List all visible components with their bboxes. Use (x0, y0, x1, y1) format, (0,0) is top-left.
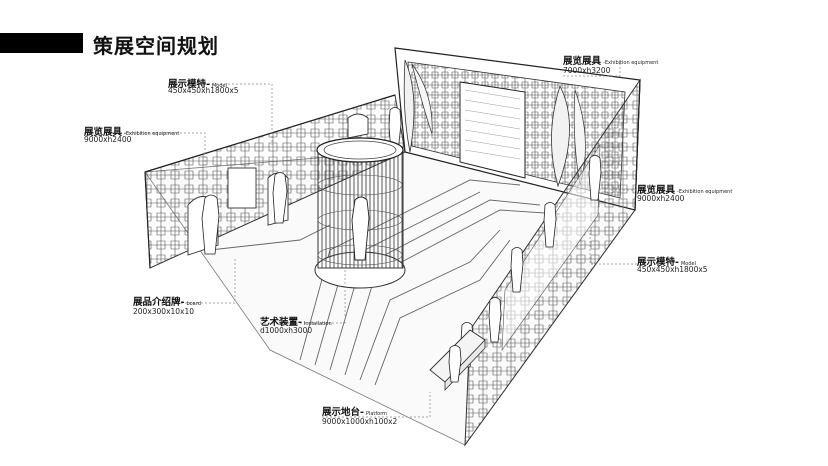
annotation-model-left: 展示模特-Model (168, 74, 227, 90)
annotation-cn: 展示地台- (322, 407, 364, 418)
annotation-dims: 450x450xh1800x5 (637, 265, 708, 274)
annotation-equipment-left: 展览展具-Exhibition equipment (84, 122, 179, 138)
annotation-cn: 展示模特- (637, 257, 679, 268)
annotation-dims: 200x300x10x10 (133, 307, 195, 316)
annotation-cn: 展览展具 (637, 185, 676, 196)
annotation-model-right: 展示模特-Model (637, 252, 696, 268)
annotation-cn: 展览展具 (563, 56, 602, 67)
annotation-platform: 展示地台-Platform (322, 402, 387, 418)
annotation-en: Platform (365, 411, 388, 417)
right-wall-equipment (460, 78, 641, 447)
annotation-en: -Exhibition equipment (677, 189, 733, 195)
art-installation (314, 137, 406, 289)
annotation-cn: 展览展具 (84, 127, 123, 138)
annotation-equipment-right: 展览展具-Exhibition equipment (637, 180, 732, 196)
annotation-board: 展品介绍牌-board (133, 292, 201, 308)
annotation-en: board (186, 301, 201, 307)
annotation-dims: 450x450xh1800x5 (168, 86, 239, 95)
left-wall-equipment (144, 94, 406, 269)
annotation-equipment-back: 展览展具-Exhibition equipment (563, 51, 658, 67)
annotation-dims: 9000xh2400 (84, 135, 132, 144)
annotation-dims: 9000x1000xh100x2 (322, 417, 398, 426)
annotation-en: -Exhibition equipment (603, 60, 659, 66)
display-platform (429, 329, 486, 391)
title-bar (0, 33, 83, 53)
annotation-installation: 艺术装置-Installation (260, 312, 332, 328)
annotation-dims: 7000xh3200 (563, 66, 611, 75)
annotation-cn: 展示模特- (168, 79, 210, 90)
leader-lines (84, 62, 637, 418)
page-title: 策展空间规划 (93, 34, 219, 58)
annotation-en: Model (680, 261, 696, 267)
annotation-cn: 艺术装置- (260, 317, 302, 328)
annotation-dims: 9000xh2400 (637, 194, 685, 203)
annotation-en: Model (211, 83, 227, 89)
annotation-en: Installation (303, 321, 332, 327)
annotation-en: -Exhibition equipment (124, 131, 180, 137)
annotation-cn: 展品介绍牌- (133, 297, 185, 308)
annotation-dims: d1000xh3000 (260, 326, 313, 335)
